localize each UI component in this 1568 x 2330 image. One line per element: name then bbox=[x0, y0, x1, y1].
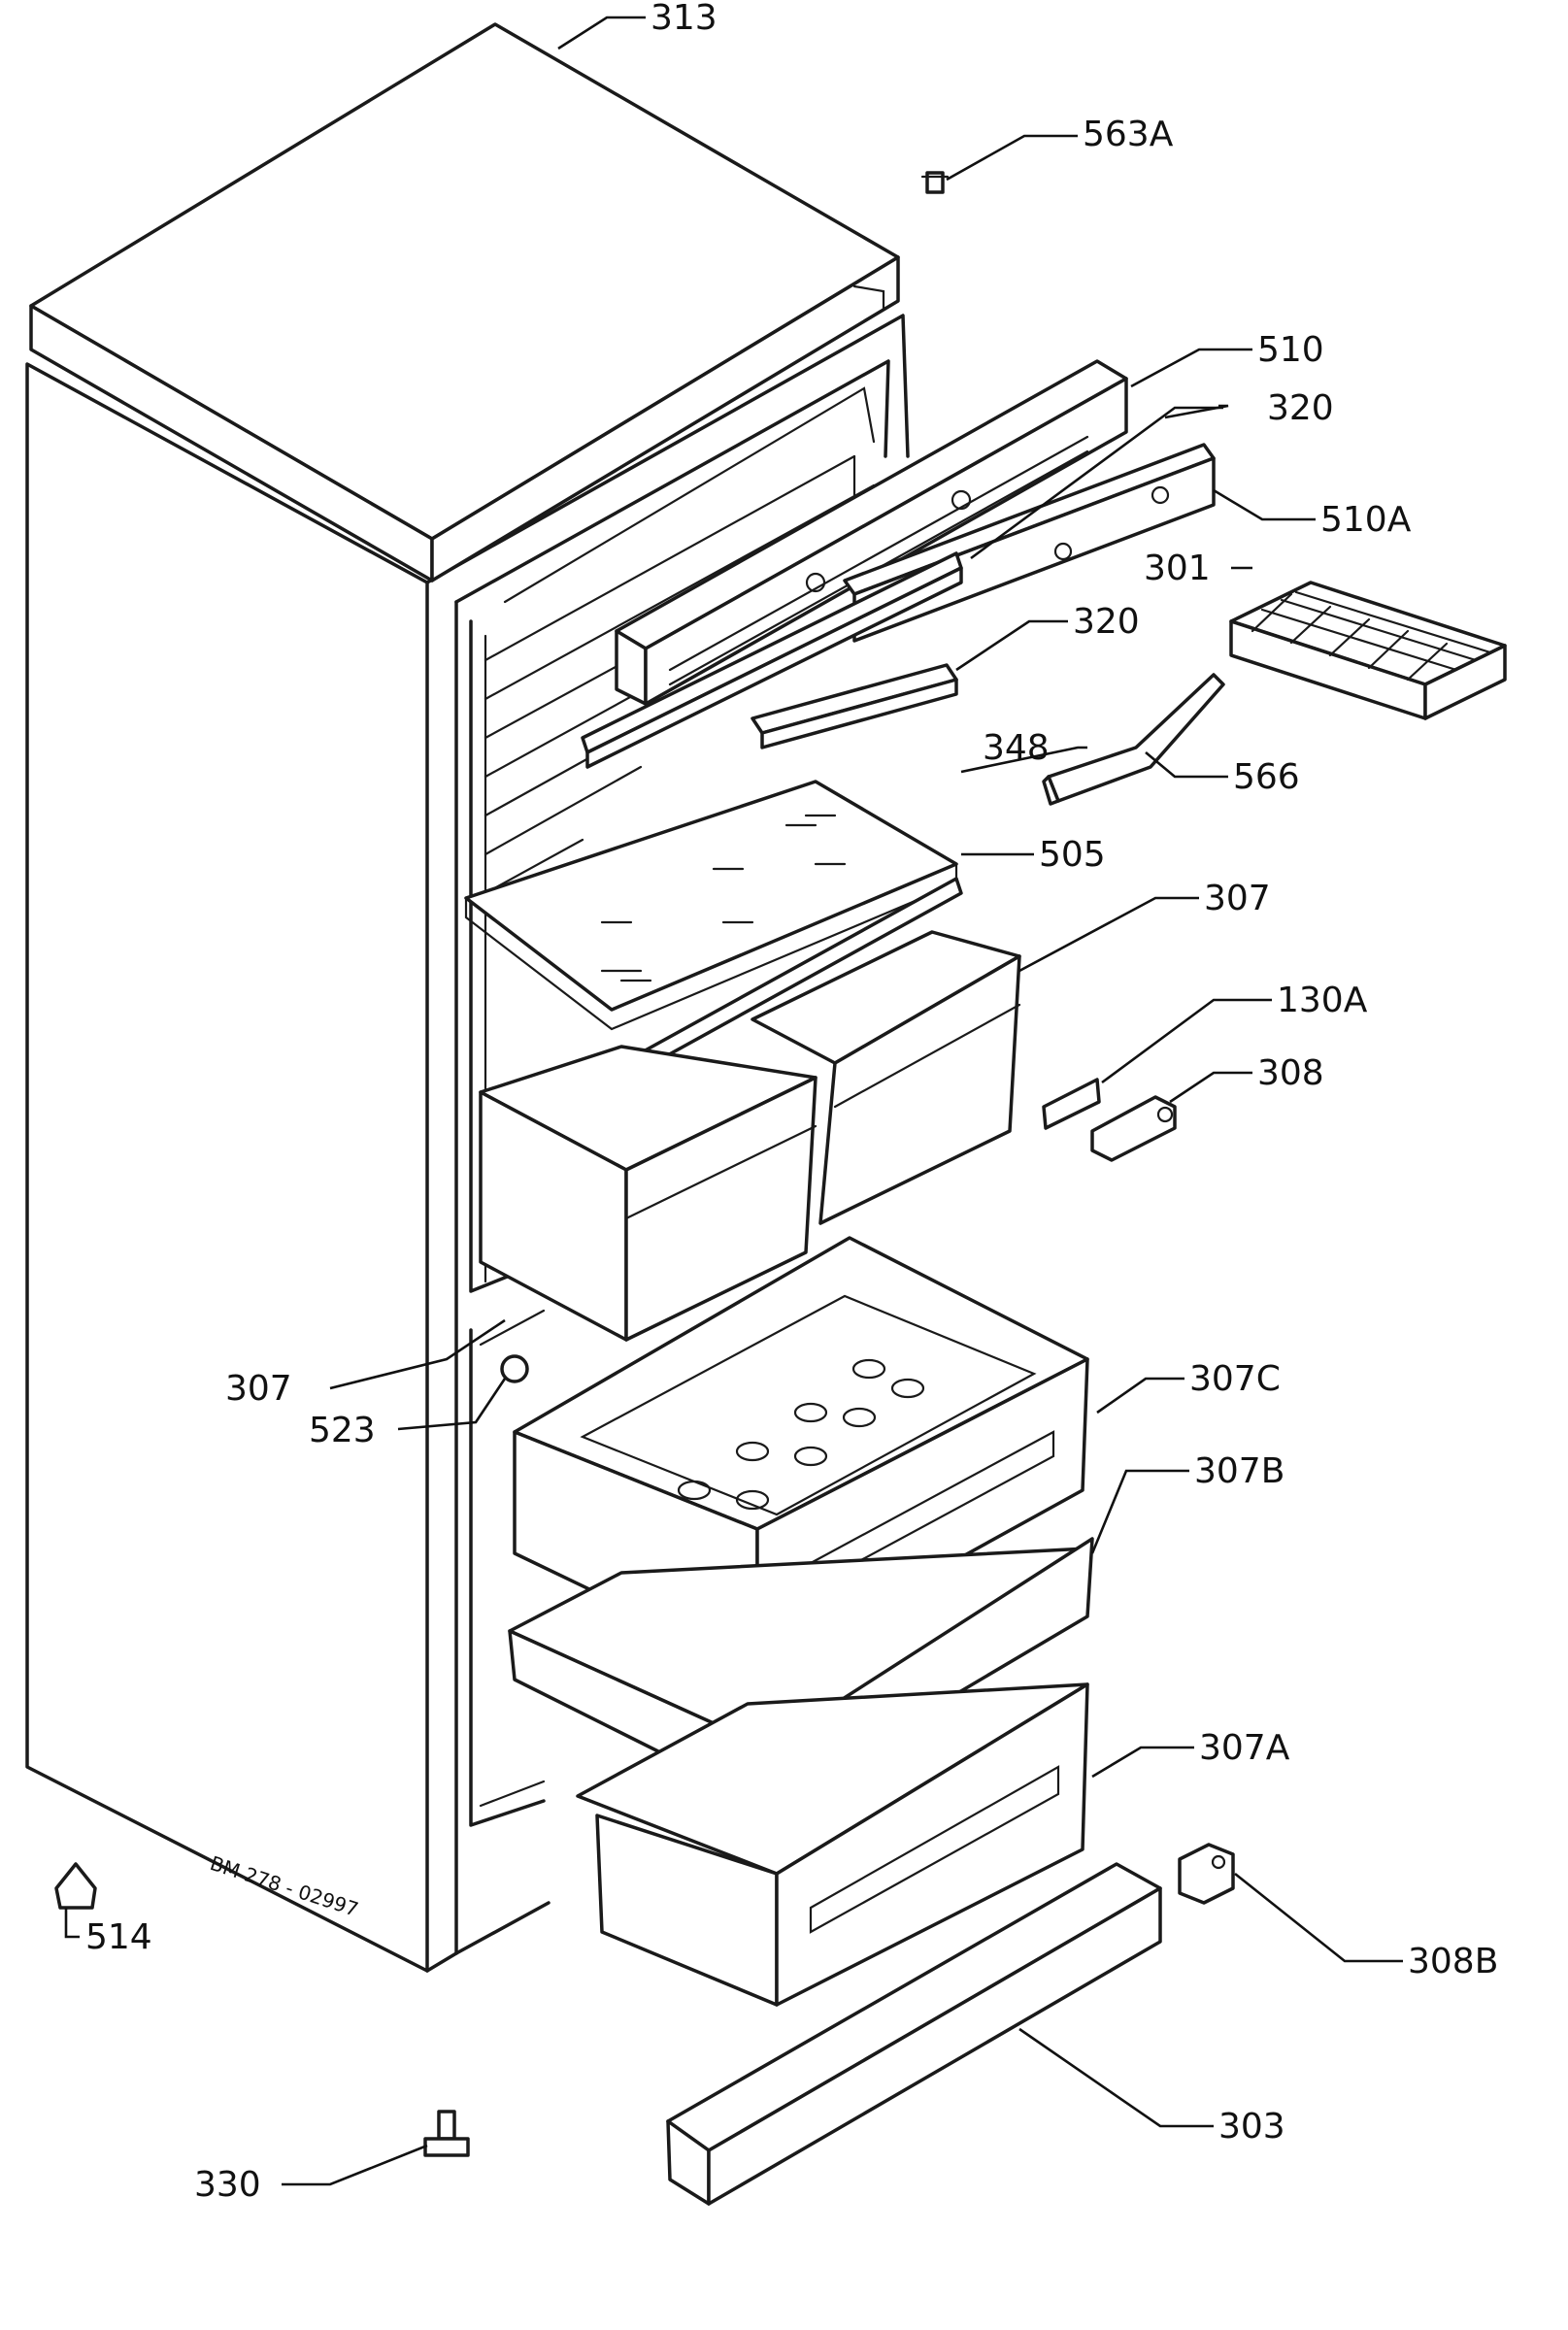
top-cover-313 bbox=[29, 22, 900, 582]
label-307a: 307A bbox=[1199, 1728, 1290, 1768]
bracket-130a bbox=[1042, 1078, 1101, 1130]
label-307-left: 307 bbox=[225, 1369, 292, 1409]
label-320-upper: 320 bbox=[1267, 388, 1334, 428]
label-303: 303 bbox=[1218, 2107, 1285, 2147]
hinge-308 bbox=[1090, 1095, 1177, 1162]
label-510a: 510A bbox=[1320, 500, 1412, 540]
label-308b: 308B bbox=[1408, 1942, 1498, 1981]
label-307b: 307B bbox=[1194, 1451, 1284, 1491]
label-307-right: 307 bbox=[1204, 879, 1271, 918]
label-308: 308 bbox=[1257, 1053, 1324, 1093]
shelf-rail-320-lower bbox=[751, 663, 958, 749]
label-307c: 307C bbox=[1189, 1359, 1281, 1399]
freezer-drawer-307-right bbox=[751, 930, 1021, 1225]
strip-510a bbox=[843, 443, 1216, 643]
freezer-drawer-307-left bbox=[479, 1045, 817, 1342]
plinth-303 bbox=[666, 1862, 1162, 2206]
hinge-308b bbox=[1178, 1843, 1235, 1905]
label-566: 566 bbox=[1233, 757, 1300, 797]
ice-tray-301 bbox=[1229, 581, 1507, 720]
label-510: 510 bbox=[1257, 330, 1324, 370]
label-330: 330 bbox=[194, 2165, 261, 2205]
plug-523 bbox=[500, 1354, 529, 1383]
label-348: 348 bbox=[983, 728, 1050, 768]
control-panel-510 bbox=[615, 359, 1128, 706]
label-523: 523 bbox=[309, 1411, 376, 1450]
shelf-rail-320-upper bbox=[581, 551, 963, 769]
leader-lines bbox=[64, 16, 1403, 2186]
foot-514 bbox=[54, 1862, 97, 1910]
crisper-307a bbox=[576, 1682, 1089, 2007]
label-514: 514 bbox=[85, 1917, 152, 1957]
label-563a: 563A bbox=[1083, 115, 1174, 154]
label-505: 505 bbox=[1039, 835, 1106, 875]
label-320-lower: 320 bbox=[1073, 602, 1140, 642]
screw-563a bbox=[920, 171, 950, 194]
label-130a: 130A bbox=[1277, 981, 1368, 1020]
label-301: 301 bbox=[1144, 549, 1211, 588]
ice-scraper-566 bbox=[1042, 673, 1225, 806]
label-313: 313 bbox=[651, 0, 717, 38]
callout-labels: 313 563A 510 320 510A 301 320 348 566 50… bbox=[85, 0, 1498, 2205]
foot-330 bbox=[423, 2110, 470, 2157]
